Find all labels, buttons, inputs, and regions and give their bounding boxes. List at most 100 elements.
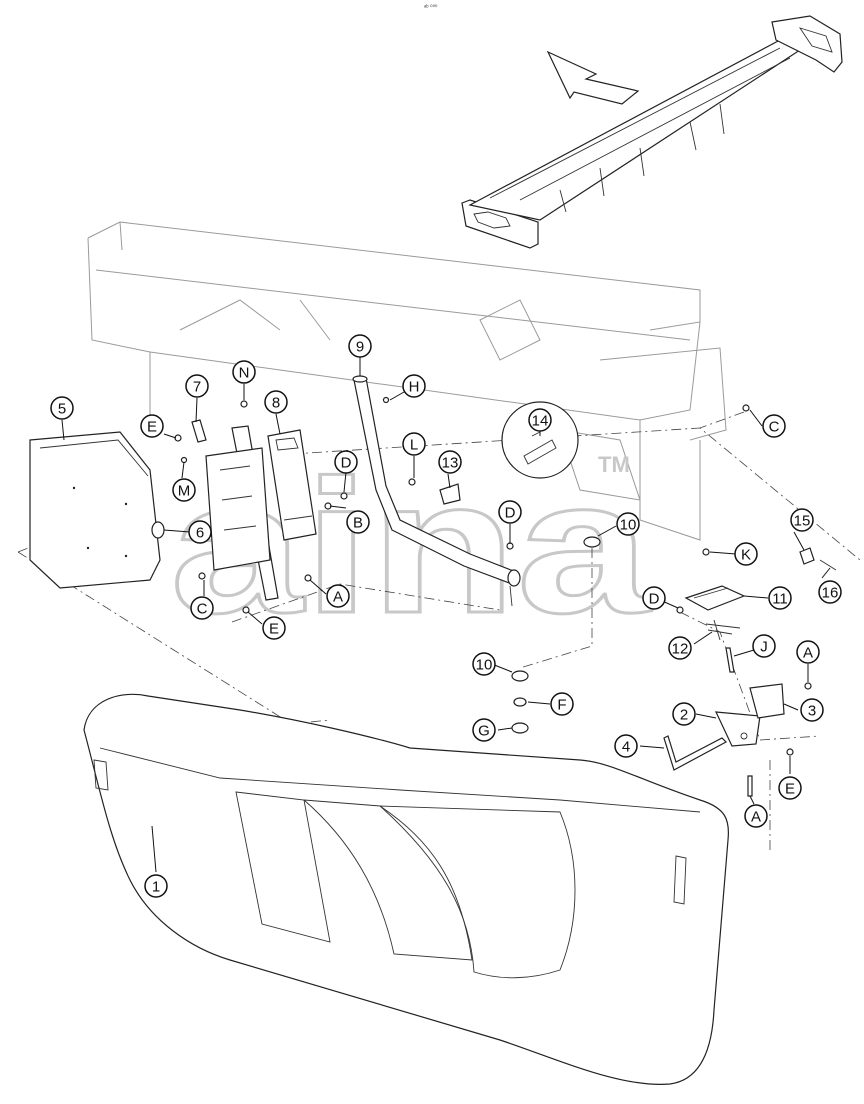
callout-circle <box>614 734 638 758</box>
callout-circle <box>498 500 522 524</box>
callout-circle <box>346 510 370 534</box>
callout-c13: 13 <box>438 450 462 474</box>
part-bracket-3 <box>749 683 785 719</box>
callout-label: E <box>785 781 795 798</box>
callout-c3: 3 <box>800 698 824 722</box>
callout-label: 9 <box>356 339 364 356</box>
callout-label: N <box>239 365 250 382</box>
callout-circle <box>172 478 196 502</box>
callout-label: 6 <box>196 525 204 542</box>
callout-label: 4 <box>622 739 630 756</box>
part-cover-1 <box>83 693 730 1085</box>
callout-circle <box>734 542 758 566</box>
callout-circle <box>752 634 776 658</box>
callout-circle <box>188 520 212 544</box>
callout-circle <box>264 390 288 414</box>
callout-c10b: 10 <box>472 652 496 676</box>
part-washer-f <box>513 697 527 707</box>
part-panel-5 <box>29 431 161 589</box>
part-grommet-6 <box>151 521 165 539</box>
part-spring-12 <box>705 619 741 641</box>
callout-c7: 7 <box>185 374 209 398</box>
callout-cD1: D <box>334 450 358 474</box>
callout-circle <box>768 586 792 610</box>
callout-circle <box>140 414 164 438</box>
part-mount-plate-8 <box>267 429 317 541</box>
callout-cJ: J <box>752 634 776 658</box>
callout-circle <box>744 804 768 828</box>
part-rod-4 <box>663 735 727 771</box>
callout-circle <box>550 692 574 716</box>
callout-label: A <box>751 809 761 826</box>
callout-circle <box>232 360 256 384</box>
callout-cC2: C <box>762 414 786 438</box>
callout-circle <box>190 596 214 620</box>
callout-circle <box>790 508 814 532</box>
part-latch-plate-11 <box>684 585 746 611</box>
callout-label: 3 <box>808 703 816 720</box>
callout-circle <box>262 616 286 640</box>
callout-cL: L <box>402 432 426 456</box>
callout-circle <box>472 652 496 676</box>
callout-label: J <box>760 639 768 656</box>
callout-circle <box>144 874 168 898</box>
callout-circle <box>672 702 696 726</box>
direction-arrow <box>546 50 640 105</box>
callout-circle <box>668 636 692 660</box>
callout-c5: 5 <box>50 396 74 420</box>
callout-c8: 8 <box>264 390 288 414</box>
callout-cH: H <box>402 374 426 398</box>
callout-label: H <box>409 379 420 396</box>
callout-c14: 14 <box>528 408 552 432</box>
watermark-trademark: TM <box>598 452 630 477</box>
callout-label: 2 <box>680 707 688 724</box>
callout-label: 13 <box>442 455 459 472</box>
callout-circle <box>334 450 358 474</box>
part-wire-16 <box>819 559 837 571</box>
callout-circle <box>326 584 350 608</box>
callout-label: G <box>478 723 490 740</box>
callout-circle <box>800 698 824 722</box>
callout-label: E <box>147 419 157 436</box>
callout-circle <box>402 374 426 398</box>
callout-label: 15 <box>794 513 811 530</box>
callout-label: 11 <box>772 591 788 608</box>
callout-circle <box>818 580 842 604</box>
callout-circle <box>528 408 552 432</box>
callout-c6: 6 <box>188 520 212 544</box>
callout-cA3: A <box>744 804 768 828</box>
callout-c15: 15 <box>790 508 814 532</box>
callout-label: K <box>741 547 751 564</box>
callout-circle <box>796 640 820 664</box>
callout-circle <box>402 432 426 456</box>
callout-cC1: C <box>190 596 214 620</box>
callout-label: F <box>557 697 566 714</box>
callout-c1: 1 <box>144 874 168 898</box>
callout-cN: N <box>232 360 256 384</box>
callout-label: E <box>269 621 279 638</box>
part-plate-2 <box>715 711 761 747</box>
part-pin-j <box>725 647 735 673</box>
callout-circle <box>642 586 666 610</box>
callout-cE2: E <box>262 616 286 640</box>
callout-label: 16 <box>822 585 839 602</box>
part-grommet-g <box>511 722 529 734</box>
callout-label: 5 <box>58 401 66 418</box>
callout-label: D <box>649 591 660 608</box>
callout-c9: 9 <box>348 334 372 358</box>
callout-label: 8 <box>272 395 280 412</box>
part-clip-14-detail <box>501 401 579 479</box>
part-bushing-10-upper <box>583 536 601 548</box>
callout-label: D <box>505 505 516 522</box>
callout-c11: 11 <box>768 586 792 610</box>
callout-cM: M <box>172 478 196 502</box>
callout-circle <box>472 718 496 742</box>
callout-label: 12 <box>672 641 689 658</box>
figure-code: ᵃᵇ ⁰⁰⁰ <box>424 4 438 11</box>
callout-label: 1 <box>152 879 160 896</box>
callout-label: 14 <box>532 413 549 430</box>
callout-label: A <box>803 645 813 662</box>
callout-label: C <box>769 419 780 436</box>
callout-c2: 2 <box>672 702 696 726</box>
